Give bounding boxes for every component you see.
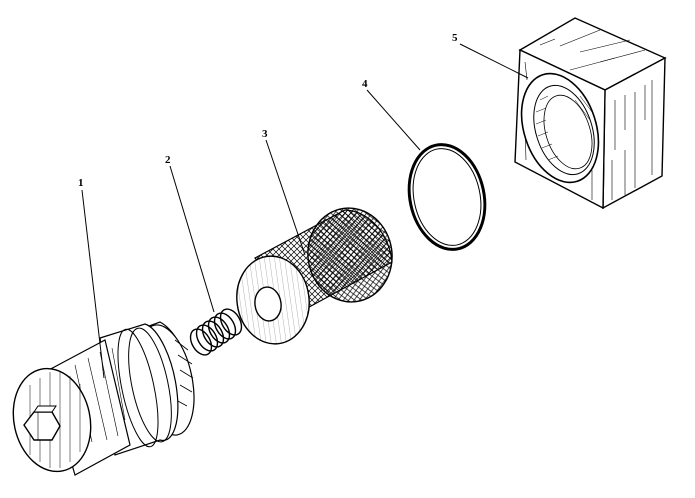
label-part-3: 3 [262, 128, 268, 140]
leader-line-2 [169, 165, 215, 313]
o-ring [407, 143, 487, 251]
filter-cap [12, 321, 195, 476]
leader-lines [81, 43, 529, 379]
leader-line-3 [265, 139, 306, 256]
leader-line-4 [366, 89, 421, 151]
part-labels: 1 2 3 4 5 [78, 32, 458, 189]
housing-block [514, 17, 667, 210]
label-part-1: 1 [78, 177, 84, 189]
spring [189, 308, 243, 356]
filter-element [236, 207, 393, 345]
label-part-5: 5 [452, 32, 458, 44]
label-part-2: 2 [165, 154, 171, 166]
leader-line-5 [459, 43, 529, 79]
leader-line-1 [81, 189, 105, 379]
label-part-4: 4 [362, 78, 368, 90]
